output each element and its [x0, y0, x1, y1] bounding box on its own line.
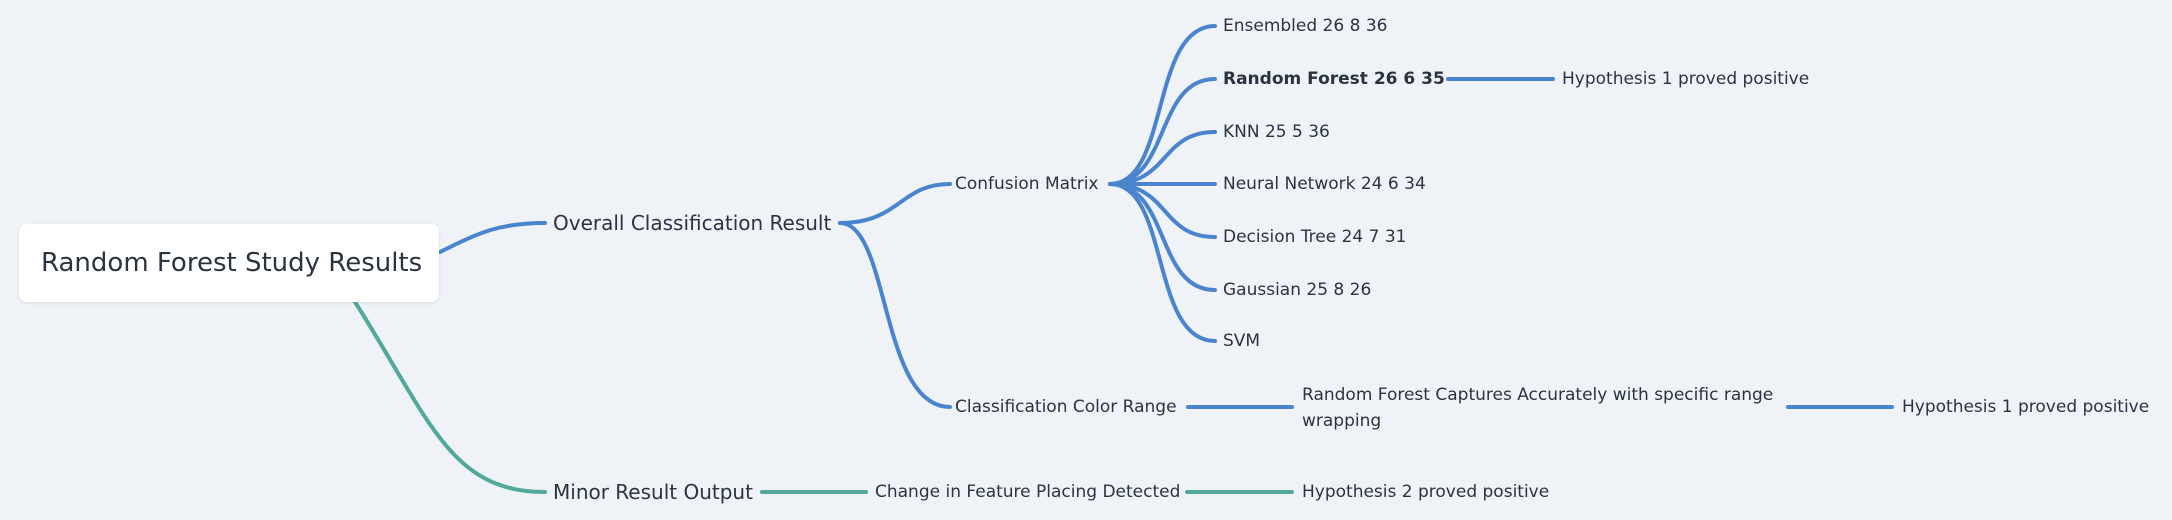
root-node[interactable]: Random Forest Study Results: [19, 224, 439, 302]
item-ensembled[interactable]: Ensembled 26 8 36: [1223, 16, 1388, 36]
link-confusion-svm: [1108, 182, 1217, 343]
root-label: Random Forest Study Results: [41, 248, 423, 278]
link-confusion-decisiontree: [1108, 182, 1217, 239]
item-svm[interactable]: SVM: [1223, 331, 1261, 351]
color-range-node[interactable]: Classification Color Range: [955, 397, 1177, 417]
item-gaussian[interactable]: Gaussian 25 8 26: [1223, 280, 1372, 300]
link-overall-confusion: [838, 182, 952, 225]
link-confusion-knn: [1108, 130, 1217, 186]
item-knn[interactable]: KNN 25 5 36: [1223, 122, 1330, 142]
overall-classification-node[interactable]: Overall Classification Result: [553, 211, 832, 235]
item-decision-tree[interactable]: Decision Tree 24 7 31: [1223, 227, 1407, 247]
link-confusion-randomforest: [1108, 77, 1217, 186]
item-neural-network[interactable]: Neural Network 24 6 34: [1223, 174, 1426, 194]
minor-result-node[interactable]: Minor Result Output: [553, 480, 753, 504]
link-confusion-ensembled: [1108, 24, 1217, 186]
minor-hypothesis-node[interactable]: Hypothesis 2 proved positive: [1302, 482, 1550, 502]
link-root-overall: [438, 221, 547, 254]
link-root-minor: [353, 300, 547, 494]
rf-hypothesis-node[interactable]: Hypothesis 1 proved positive: [1562, 69, 1810, 89]
item-random-forest[interactable]: Random Forest 26 6 35: [1223, 69, 1445, 89]
link-overall-colorrange: [838, 221, 952, 409]
color-range-hypothesis-node[interactable]: Hypothesis 1 proved positive: [1902, 397, 2150, 417]
confusion-matrix-node[interactable]: Confusion Matrix: [955, 174, 1099, 194]
color-range-finding-node[interactable]: Random Forest Captures Accurately with s…: [1302, 385, 1774, 431]
feature-change-node[interactable]: Change in Feature Placing Detected: [875, 482, 1181, 502]
